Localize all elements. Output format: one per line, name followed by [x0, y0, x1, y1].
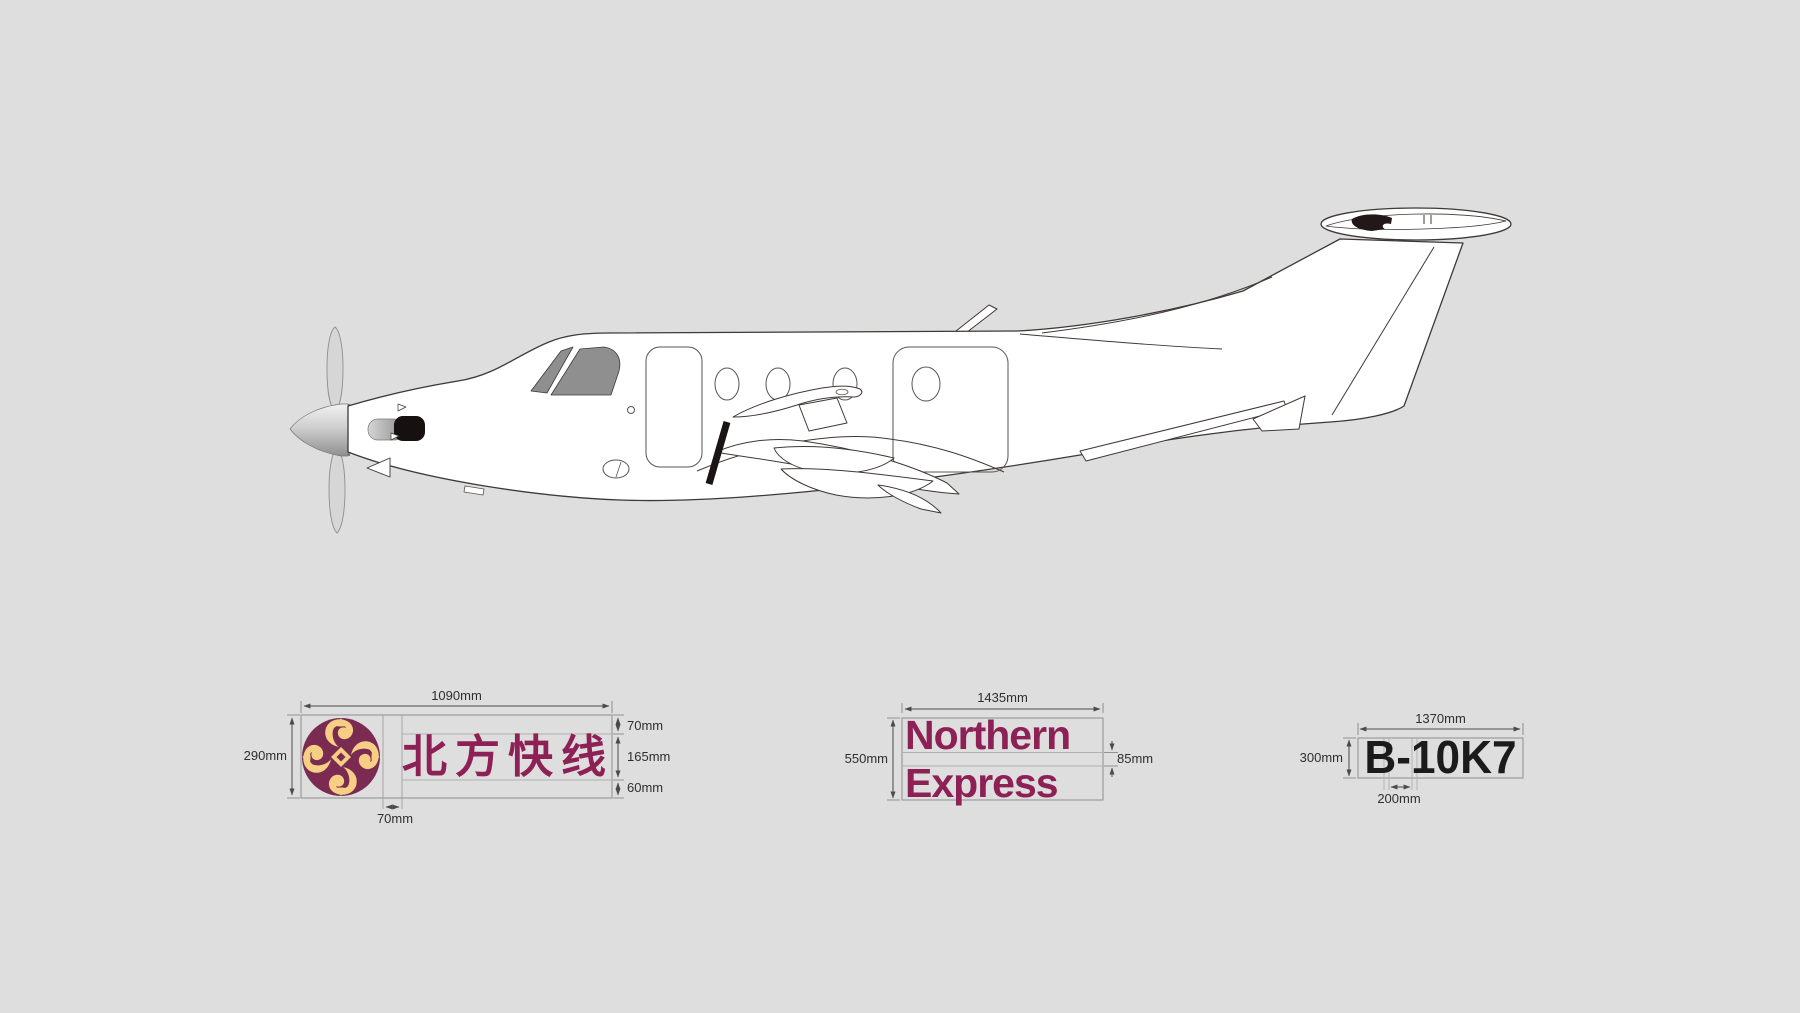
cargo-door: [892, 346, 1009, 473]
spinner-cone: [289, 403, 349, 457]
logo-top-margin-dimension: 70mm: [627, 718, 664, 733]
near-wing-tip: [877, 484, 942, 514]
cockpit-windows: [530, 346, 621, 396]
dorsal-fin-line: [1041, 276, 1273, 334]
tail: [1019, 207, 1512, 462]
far-wing-tip: [950, 304, 998, 337]
fuselage: [347, 238, 1464, 502]
fuselage-details: [366, 346, 1009, 496]
nose-marking-3: [366, 457, 391, 478]
cabin-window-1: [714, 367, 740, 401]
horizontal-stabilizer: [1320, 207, 1512, 241]
wing-root-fairing: [696, 436, 1005, 473]
landing-light: [602, 459, 630, 479]
flap-fairing-1: [773, 445, 895, 474]
exhaust-outlet: [394, 416, 425, 441]
propeller: [289, 326, 350, 534]
tail-bumper-fin: [1252, 395, 1306, 432]
nose-marking-2: [390, 432, 400, 441]
nose-marking-1: [397, 403, 407, 412]
wing: [705, 385, 960, 514]
logo-bottom-margin-dimension: 60mm: [627, 780, 664, 795]
wordmark-line1: Northern: [905, 712, 1071, 758]
logo-height-dimension: 290mm: [243, 748, 287, 763]
exhaust-pipe: [367, 418, 405, 441]
wordmark-line2: Express: [905, 760, 1059, 806]
airline-roundel-emblem: [302, 718, 380, 796]
registration-dash-dimension: 200mm: [1377, 791, 1421, 806]
rudder-hinge-line: [1331, 246, 1435, 416]
wordmark-width-dimension: 1435mm: [977, 690, 1028, 705]
wordmark-gap-dimension: 85mm: [1117, 751, 1154, 766]
logo-gap-dimension: 70mm: [376, 811, 414, 826]
aircraft-registration: B-10K7: [1364, 731, 1517, 783]
tailcone-line: [1019, 333, 1223, 350]
cabin-window-2: [765, 367, 791, 401]
static-port: [627, 406, 635, 414]
registration-height-dimension: 300mm: [1299, 750, 1343, 765]
crew-door: [645, 346, 703, 468]
spinner-base: [341, 404, 350, 456]
registration-width-dimension: 1370mm: [1415, 711, 1466, 726]
chinese-brand-name: 北方快线: [402, 730, 615, 783]
logo-width-dimension: 1090mm: [431, 688, 482, 703]
wordmark-height-dimension: 550mm: [844, 751, 888, 766]
cargo-door-window: [911, 366, 941, 402]
landing-gear-strut: [705, 421, 731, 485]
cabin-window-3: [832, 367, 858, 401]
belly-vent: [463, 485, 485, 496]
tail-light: [1351, 214, 1392, 231]
logo-text-height-dimension: 165mm: [627, 749, 671, 764]
aircraft-side-view: [289, 207, 1512, 534]
flap-fairing-2: [780, 468, 934, 499]
ventral-strake: [1079, 400, 1288, 462]
